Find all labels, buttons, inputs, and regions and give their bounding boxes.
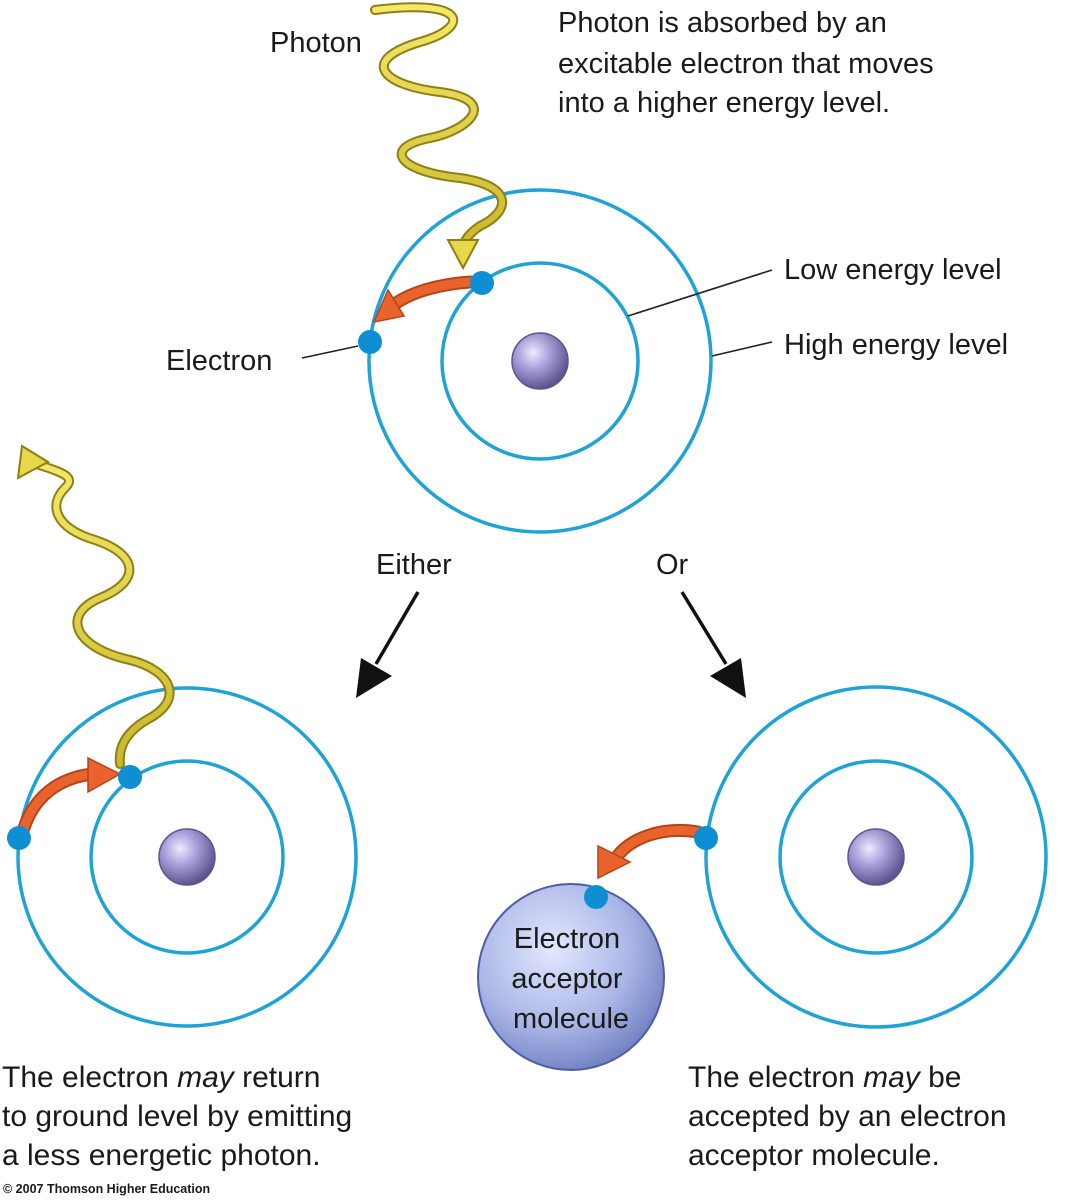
low-energy-leader-line bbox=[627, 269, 773, 317]
right-nucleus bbox=[847, 828, 905, 886]
electron-label: Electron bbox=[166, 345, 272, 377]
photon-label: Photon bbox=[270, 27, 362, 59]
right-caption: The electron may be accepted by an elect… bbox=[688, 1061, 1015, 1172]
right-high-energy-orbit bbox=[704, 685, 1048, 1029]
high-energy-label: High energy level bbox=[784, 329, 1008, 361]
incoming-photon-wave bbox=[370, 2, 508, 271]
left-caption: The electron may return to ground level … bbox=[2, 1061, 361, 1172]
emitted-photon-wave bbox=[16, 444, 175, 769]
left-electron-low bbox=[118, 765, 142, 789]
top-electron-low bbox=[470, 271, 494, 295]
right-electron-orbit bbox=[694, 826, 718, 850]
left-low-energy-orbit bbox=[89, 759, 285, 955]
or-arrow bbox=[680, 591, 746, 698]
low-energy-label: Low energy level bbox=[784, 254, 1002, 286]
emitted-photon-arrowhead bbox=[16, 444, 51, 480]
either-label: Either bbox=[376, 549, 452, 581]
top-high-energy-orbit bbox=[367, 188, 713, 534]
right-low-energy-orbit bbox=[778, 759, 974, 955]
high-energy-leader-line bbox=[711, 341, 773, 357]
left-atom bbox=[16, 686, 358, 1028]
top-electron-high bbox=[358, 330, 382, 354]
left-high-energy-orbit bbox=[16, 686, 358, 1028]
acceptor-label: Electron acceptor molecule bbox=[511, 923, 630, 1035]
or-label: Or bbox=[656, 549, 689, 581]
incoming-photon-arrowhead bbox=[446, 239, 480, 271]
right-atom bbox=[704, 685, 1048, 1029]
top-nucleus bbox=[511, 332, 569, 390]
electron-acceptor-molecule bbox=[477, 883, 665, 1071]
left-electron-high bbox=[7, 826, 31, 850]
either-arrow bbox=[356, 591, 420, 698]
left-transition-arrow bbox=[17, 756, 122, 835]
right-transfer-arrow bbox=[597, 823, 705, 880]
electron-leader-line bbox=[301, 345, 359, 359]
top-atom bbox=[367, 188, 713, 534]
top-description: Photon is absorbed by an excitable elect… bbox=[558, 7, 942, 119]
top-low-energy-orbit bbox=[440, 261, 640, 461]
right-electron-accepted bbox=[584, 885, 608, 909]
copyright: © 2007 Thomson Higher Education bbox=[3, 1182, 210, 1196]
left-nucleus bbox=[158, 828, 216, 886]
top-transition-arrow bbox=[372, 275, 477, 324]
